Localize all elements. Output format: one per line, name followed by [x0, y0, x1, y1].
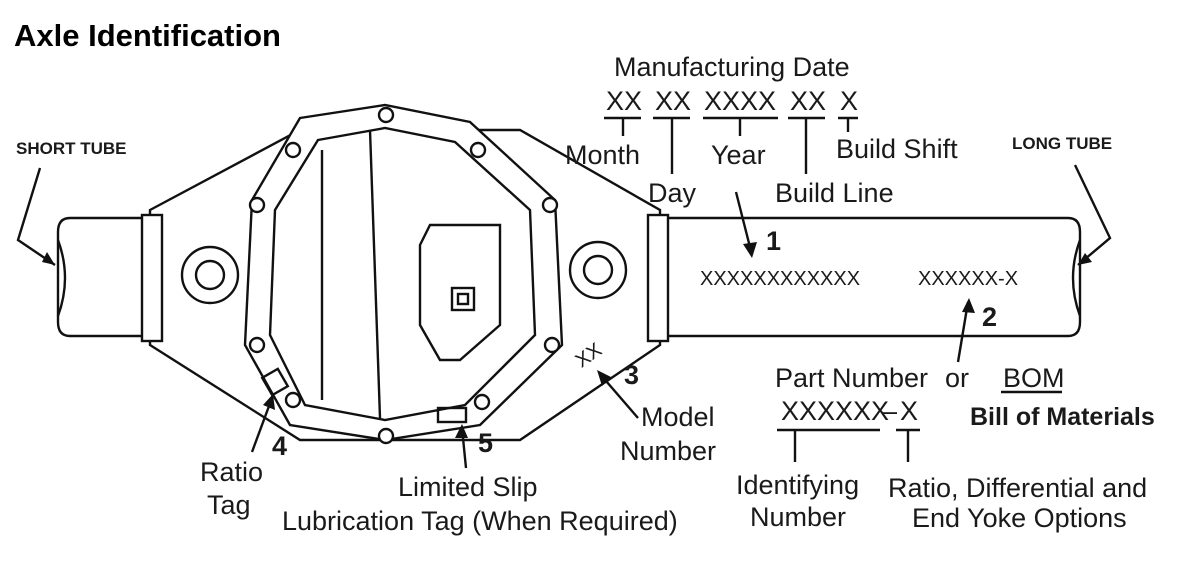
- long-tube-label: LONG TUBE: [1012, 134, 1112, 153]
- identifying-label-line1: Identifying: [736, 470, 859, 500]
- callout-2-number: 2: [982, 302, 997, 332]
- build-line-code: XX: [790, 86, 826, 116]
- short-tube: [56, 216, 150, 338]
- day-label: Day: [648, 178, 697, 208]
- day-code: XX: [655, 86, 691, 116]
- long-tube: [668, 216, 1082, 338]
- callout-4-number: 4: [272, 431, 287, 461]
- manufacturing-date-heading: Manufacturing Date: [614, 52, 850, 82]
- callout-1-number: 1: [766, 226, 781, 256]
- limited-slip-label-line2: Lubrication Tag (When Required): [282, 506, 678, 536]
- options-label-line1: Ratio, Differential and: [888, 473, 1147, 503]
- short-tube-arrow: [16, 167, 56, 266]
- bom-full-label: Bill of Materials: [970, 403, 1155, 431]
- limited-slip-label-line1: Limited Slip: [398, 472, 538, 502]
- differential-cover: [243, 103, 564, 445]
- part-code-prefix: XXXXXX: [781, 396, 889, 426]
- year-code: XXXX: [704, 86, 776, 116]
- short-tube-label: SHORT TUBE: [16, 139, 127, 158]
- long-tube-arrow: [1073, 164, 1112, 266]
- callout-3-number: 3: [624, 360, 639, 390]
- identifying-label-line2: Number: [750, 502, 846, 532]
- month-code: XX: [606, 86, 642, 116]
- part-code-dash: –: [882, 396, 897, 426]
- ratio-label-line1: Ratio: [200, 457, 263, 487]
- bom-label: BOM: [1003, 363, 1065, 393]
- stamp-2: XXXXXX-X: [918, 268, 1018, 290]
- year-label: Year: [711, 140, 766, 170]
- build-line-label: Build Line: [775, 178, 894, 208]
- callout-5-number: 5: [478, 428, 493, 458]
- diagram-title: Axle Identification: [14, 18, 281, 53]
- manufacturing-date-block: Manufacturing Date XX XX XXXX XX X Month…: [565, 52, 958, 208]
- model-label-line2: Number: [620, 436, 716, 466]
- ratio-tag: [260, 367, 290, 397]
- or-label: or: [945, 363, 969, 393]
- part-code-suffix: X: [900, 396, 918, 426]
- build-shift-code: X: [840, 86, 858, 116]
- build-shift-label: Build Shift: [836, 134, 958, 164]
- limited-slip-tag: [436, 406, 468, 424]
- part-number-label: Part Number: [775, 363, 928, 393]
- model-label-line1: Model: [641, 402, 715, 432]
- stamp-1: XXXXXXXXXXXX: [700, 268, 860, 290]
- ratio-label-line2: Tag: [207, 490, 251, 520]
- part-number-block: Part Number or BOM Bill of Materials XXX…: [736, 363, 1155, 533]
- options-label-line2: End Yoke Options: [912, 503, 1127, 533]
- month-label: Month: [565, 140, 640, 170]
